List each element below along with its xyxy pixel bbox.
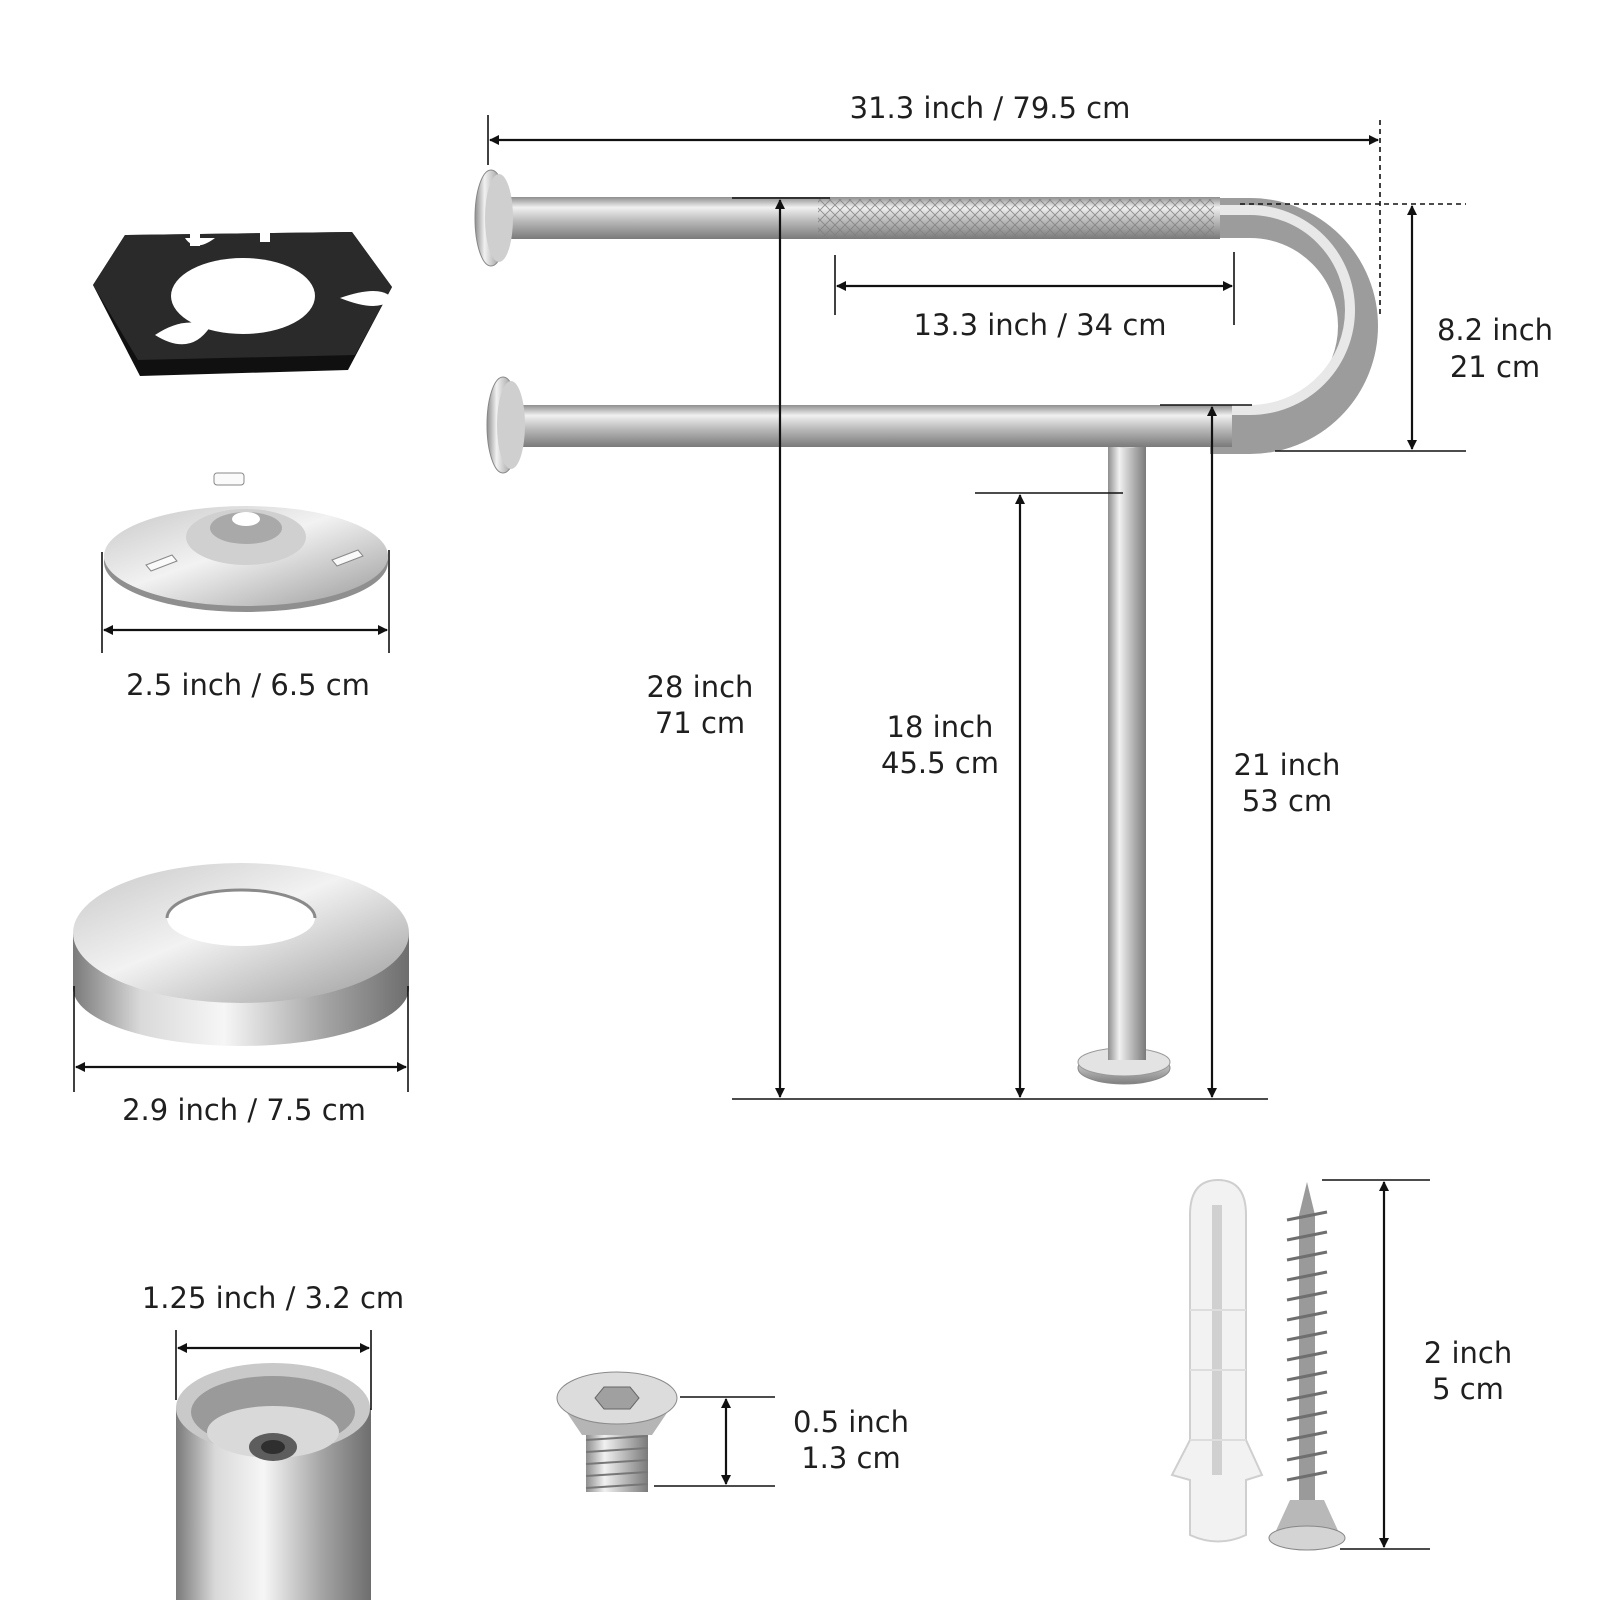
depth-cm-label: 21 cm xyxy=(1450,350,1540,384)
knurled-grip-label: 13.3 inch / 34 cm xyxy=(913,308,1166,342)
set-screw-cm-label: 1.3 cm xyxy=(801,1441,901,1475)
leg-height-inch-label: 18 inch xyxy=(887,710,994,744)
total-height-inch-label: 28 inch xyxy=(647,670,754,704)
lower-bar-height-dimension: 21 inch 53 cm xyxy=(1160,404,1341,1098)
wall-screw-inch-label: 2 inch xyxy=(1424,1336,1512,1370)
cover-flange-dimension: 2.9 inch / 7.5 cm xyxy=(73,986,409,1127)
cover-flange-icon xyxy=(73,863,409,1046)
depth-dimension: 8.2 inch 21 cm xyxy=(1240,203,1553,452)
rubber-gasket-icon xyxy=(93,230,392,376)
grab-bar-illustration xyxy=(474,169,1378,1085)
lower-bar-height-cm-label: 53 cm xyxy=(1242,784,1332,818)
overall-width-dimension: 31.3 inch / 79.5 cm xyxy=(487,91,1381,318)
wall-screw-cm-label: 5 cm xyxy=(1432,1372,1504,1406)
wall-anchor-icon xyxy=(1170,1178,1264,1543)
set-screw-dimension: 0.5 inch 1.3 cm xyxy=(654,1396,909,1487)
gasket-plate-dimension: 2.5 inch / 6.5 cm xyxy=(101,550,390,702)
depth-inch-label: 8.2 inch xyxy=(1437,313,1553,347)
total-height-dimension: 28 inch 71 cm xyxy=(647,197,830,1098)
cover-flange-label: 2.9 inch / 7.5 cm xyxy=(122,1093,366,1127)
overall-width-label: 31.3 inch / 79.5 cm xyxy=(850,91,1131,125)
tube-end-icon xyxy=(176,1363,371,1600)
set-screw-inch-label: 0.5 inch xyxy=(793,1405,909,1439)
knurled-grip-dimension: 13.3 inch / 34 cm xyxy=(834,252,1235,342)
tube-diameter-dimension: 1.25 inch / 3.2 cm xyxy=(142,1281,404,1410)
wood-screw-icon xyxy=(1268,1182,1346,1551)
total-height-cm-label: 71 cm xyxy=(655,706,745,740)
leg-height-dimension: 18 inch 45.5 cm xyxy=(881,492,1123,1098)
wall-screw-dimension: 2 inch 5 cm xyxy=(1322,1179,1512,1550)
gasket-plate-label: 2.5 inch / 6.5 cm xyxy=(126,668,370,702)
tube-diameter-label: 1.25 inch / 3.2 cm xyxy=(142,1281,404,1315)
set-screw-icon xyxy=(556,1371,678,1492)
lower-bar-height-inch-label: 21 inch xyxy=(1234,748,1341,782)
leg-height-cm-label: 45.5 cm xyxy=(881,746,999,780)
mounting-plate-icon xyxy=(104,472,388,612)
